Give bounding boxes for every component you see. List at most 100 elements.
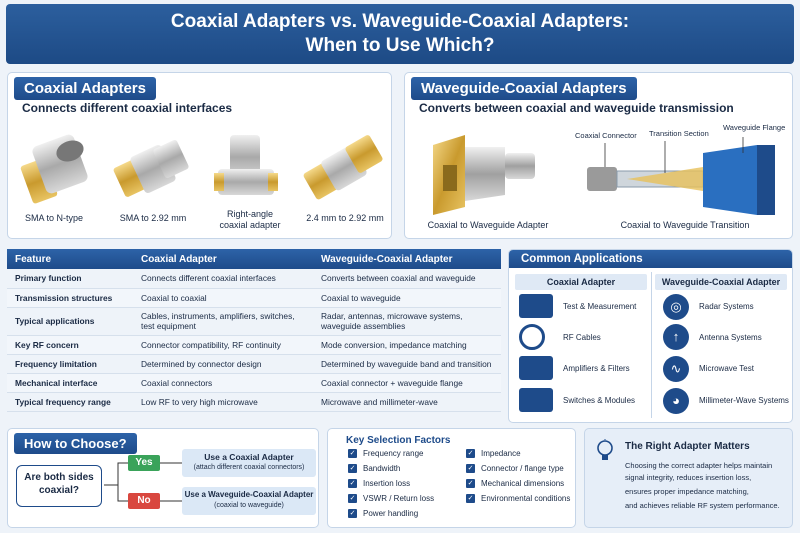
right-angle-adapter-image: [214, 135, 278, 195]
header-coaxial: Coaxial Adapter: [133, 249, 313, 269]
amplifier-icon: [519, 356, 553, 380]
coaxial-adapters-panel: Coaxial Adapters Connects different coax…: [7, 72, 392, 239]
checkbox-icon: ✓: [466, 449, 475, 459]
coaxial-cell: Cables, instruments, amplifiers, switche…: [133, 307, 313, 336]
factor-label: Power handling: [363, 509, 419, 518]
transition-diagram-caption: Coaxial to Waveguide Transition: [620, 220, 750, 230]
factors-col-2: ✓Impedance✓Connector / flange type✓Mecha…: [466, 449, 570, 509]
app-switches-modules: Switches & Modules: [563, 396, 636, 405]
waveguide-cell: Determined by waveguide band and transit…: [313, 354, 501, 374]
apps-divider: [651, 272, 652, 418]
checkbox-icon: ✓: [348, 449, 357, 459]
app-antenna-systems: Antenna Systems: [699, 333, 762, 342]
no-result-sub: (coaxial to waveguide): [214, 502, 284, 509]
product-label-sma-to-n: SMA to N-type: [24, 213, 84, 223]
waveguide-panel-subtitle: Converts between coaxial and waveguide t…: [419, 101, 734, 115]
sma-to-292-adapter-image: [113, 139, 189, 197]
no-result-title: Use a Waveguide-Coaxial Adapter: [184, 490, 314, 499]
coaxial-cell: Low RF to very high microwave: [133, 392, 313, 412]
coaxial-cell: Coaxial connectors: [133, 373, 313, 393]
coaxial-cell: Determined by connector design: [133, 354, 313, 374]
waveguide-product-caption: Coaxial to Waveguide Adapter: [427, 220, 549, 230]
factor-label: Bandwidth: [363, 464, 401, 473]
app-test-measurement: Test & Measurement: [563, 302, 637, 311]
transition-diagram: [587, 137, 775, 215]
feature-cell: Typical frequency range: [7, 392, 133, 412]
waveguide-coaxial-panel: Waveguide-Coaxial Adapters Converts betw…: [404, 72, 793, 239]
factor-label: Impedance: [481, 449, 521, 458]
question-box: [16, 465, 102, 507]
yes-result-box: [182, 449, 316, 477]
factors-col-1: ✓ Frequency range ✓ Bandwidth ✓ Insertion los…: [348, 449, 434, 524]
apps-coax-header: Coaxial Adapter: [515, 274, 647, 290]
factor-item: ✓ Bandwidth: [348, 464, 434, 479]
coaxial-cell: Connector compatibility, RF continuity: [133, 335, 313, 355]
checkbox-icon: ✓: [466, 464, 475, 474]
waveguide-cell: Coaxial connector + waveguide flange: [313, 373, 501, 393]
checkbox-icon: ✓: [466, 494, 475, 504]
factor-label: Insertion loss: [363, 479, 411, 488]
how-to-choose-panel: How to Choose? Are both sides coaxial? Y…: [7, 428, 319, 528]
no-result-box: [182, 487, 316, 515]
product-label-right-angle: Right-angle coaxial adapter: [219, 209, 281, 230]
banner-line-2: When to Use Which?: [305, 35, 495, 56]
yes-badge: Yes: [128, 455, 160, 471]
banner-line-1: Coaxial Adapters vs. Waveguide-Coaxial A…: [170, 11, 630, 32]
checkbox-icon: ✓: [348, 479, 357, 489]
waveguide-cell: Coaxial to waveguide: [313, 288, 501, 308]
yes-result-sub: (attach different coaxial connectors): [193, 464, 305, 471]
question-text: Are both sides coaxial?: [24, 472, 94, 496]
radar-icon: ◎: [663, 294, 689, 320]
waveguide-cell: Microwave and millimeter-wave: [313, 392, 501, 412]
factor-item: ✓ Insertion loss: [348, 479, 434, 494]
factor-item: ✓Power handling: [348, 509, 434, 524]
feature-cell: Frequency limitation: [7, 354, 133, 374]
label-transition-section: Transition Section: [649, 129, 709, 138]
factor-item: ✓ Impedance: [466, 449, 570, 464]
right-adapter-line-2: signal integrity, reduces insertion loss…: [625, 473, 752, 482]
feature-cell: Key RF concern: [7, 335, 133, 355]
coaxial-products-illustration: [20, 134, 383, 204]
coaxial-cell: Connects different coaxial interfaces: [133, 269, 313, 289]
right-adapter-line-1: Choosing the correct adapter helps maint…: [625, 461, 773, 470]
waveguide-cell: Converts between coaxial and waveguide: [313, 269, 501, 289]
right-adapter-title: The Right Adapter Matters: [625, 441, 750, 452]
app-radar-systems: Radar Systems: [699, 302, 754, 311]
feature-cell: Mechanical interface: [7, 373, 133, 393]
no-badge: No: [128, 493, 160, 509]
header-waveguide: Waveguide-Coaxial Adapter: [313, 249, 501, 269]
right-adapter-panel: The Right Adapter Matters Choosing the c…: [584, 428, 793, 528]
sma-to-n-adapter-image: [20, 134, 88, 204]
label-waveguide-flange: Waveguide Flange: [723, 123, 786, 132]
waveguide-cell: Radar, antennas, microwave systems, wave…: [313, 307, 501, 336]
factor-label: Frequency range: [363, 449, 424, 458]
factor-label: Connector / flange type: [481, 464, 564, 473]
factor-label: Mechanical dimensions: [481, 479, 565, 488]
checkbox-icon: ✓: [348, 464, 357, 474]
test-measurement-icon: [519, 294, 553, 318]
switch-module-icon: [519, 388, 553, 412]
applications-title: Common Applications: [521, 253, 643, 265]
applications-panel: Common Applications Coaxial Adapter Wave…: [508, 249, 793, 423]
selection-factors-title: Key Selection Factors: [346, 435, 451, 446]
feature-cell: Typical applications: [7, 307, 133, 336]
apps-waveguide-header: Waveguide-Coaxial Adapter: [655, 274, 787, 290]
satellite-dish-icon: ◕: [663, 388, 689, 414]
waveguide-cell: Mode conversion, impedance matching: [313, 335, 501, 355]
factor-label: Environmental conditions: [481, 494, 571, 503]
waveguide-panel-title: Waveguide-Coaxial Adapters: [411, 77, 637, 100]
coaxial-cell: Coaxial to coaxial: [133, 288, 313, 308]
right-adapter-line-3: ensures proper impedance matching,: [625, 487, 749, 496]
factor-item: ✓Mechanical dimensions: [466, 479, 570, 494]
applications-title-bar: [509, 250, 792, 268]
product-label-24-to-292: 2.4 mm to 2.92 mm: [306, 213, 384, 223]
coaxial-panel-title: Coaxial Adapters: [14, 77, 156, 100]
app-millimeter-wave: Millimeter-Wave Systems: [699, 396, 789, 405]
feature-cell: Transmission structures: [7, 288, 133, 308]
